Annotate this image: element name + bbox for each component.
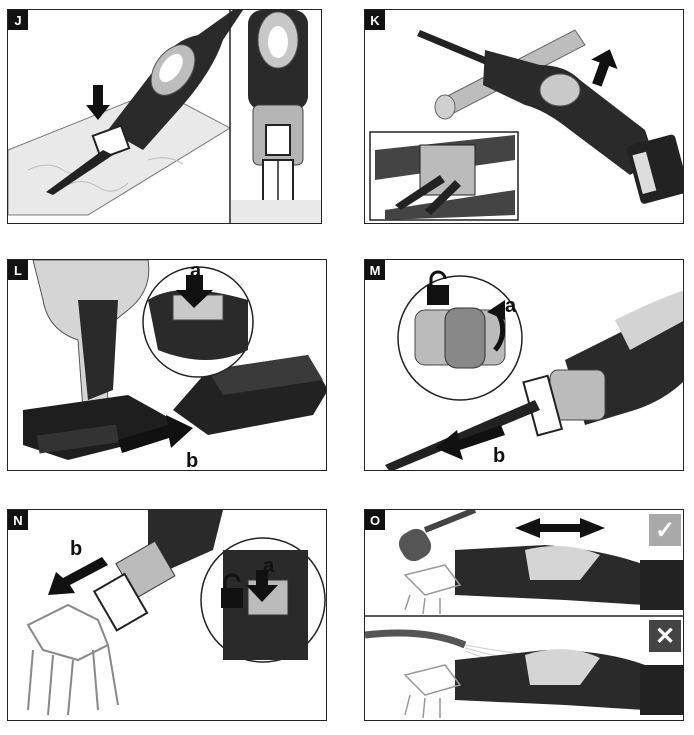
callout-m-a: a [505,295,517,317]
cross-icon: ✕ [649,620,681,652]
panel-label-o: O [365,510,385,530]
panel-label-j: J [8,10,28,30]
check-icon: ✓ [649,514,681,546]
callout-n-a: a [263,555,275,577]
panel-l: L a b [7,259,327,471]
illustration-n-main [26,510,326,716]
callout-n-b: b [70,538,83,560]
panel-m: M a b [364,259,684,471]
callout-l-a: a [190,260,202,282]
panel-n: N a b [7,509,327,721]
illustration-k-main [369,29,683,221]
panel-label-m: M [365,260,385,280]
panel-j: J [7,9,322,224]
panel-label-n: N [8,510,28,530]
callout-m-b: b [493,445,506,467]
illustration-l-main [23,260,326,460]
panel-o: O ✓ ✕ [364,509,684,721]
panel-k: K [364,9,684,224]
illustration-m-main [385,270,683,470]
panel-label-l: L [8,260,28,280]
illustration-j-main [8,10,321,223]
illustration-o-main [365,510,683,719]
panel-label-k: K [365,10,385,30]
callout-l-b: b [186,450,199,471]
